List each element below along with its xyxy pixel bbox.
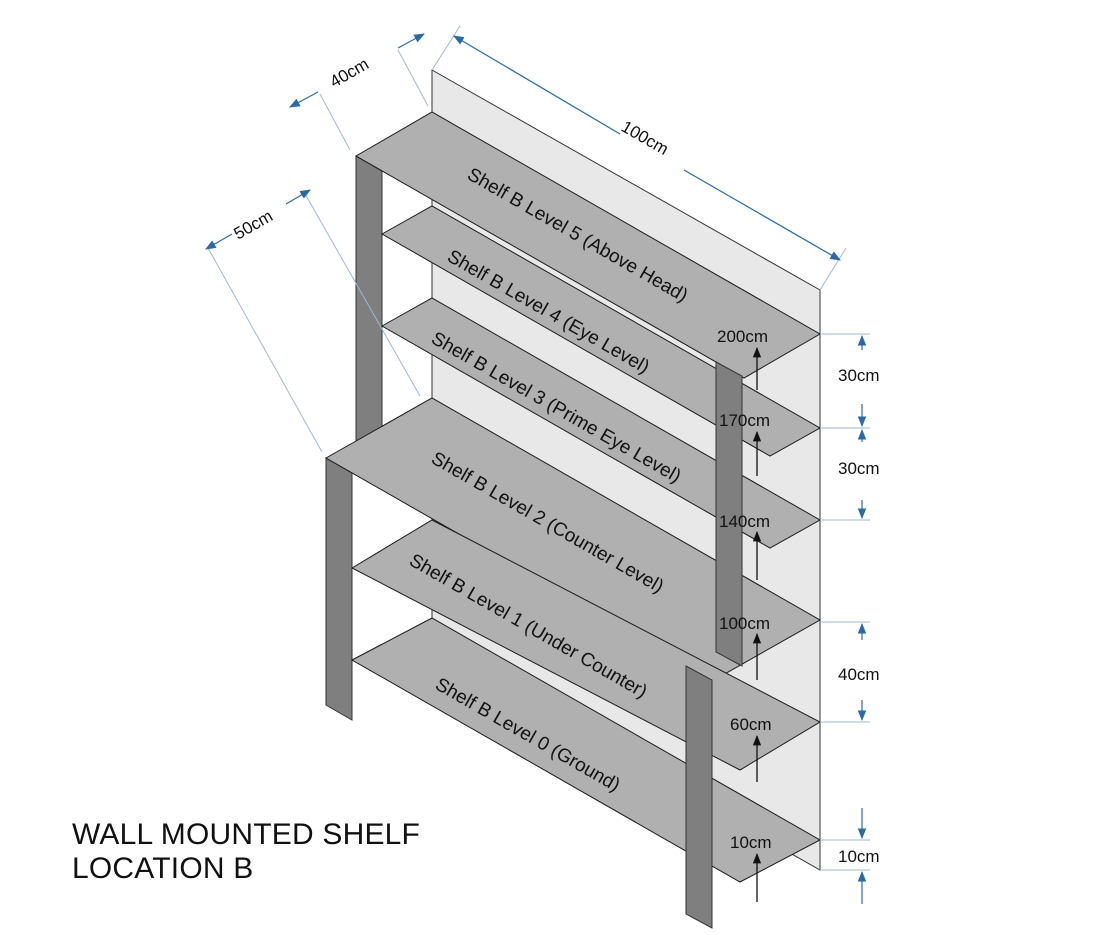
- depth-label-upper: 40cm: [327, 54, 373, 91]
- title-line-1: WALL MOUNTED SHELF: [72, 818, 421, 851]
- front-post-lower-right: [685, 665, 713, 929]
- front-post-upper-right: [715, 361, 743, 667]
- height-markers: 200cm 170cm 140cm 100cm 60cm 10cm: [717, 327, 772, 902]
- gap-label-2: 30cm: [838, 459, 880, 478]
- height-label-10: 10cm: [730, 833, 772, 852]
- depth-label-lower: 50cm: [231, 206, 277, 243]
- gap-dimensions: 30cm 30cm 40cm 10cm: [820, 333, 880, 904]
- title-line-2: LOCATION B: [72, 852, 254, 885]
- rear-post-lower-left: [325, 457, 353, 721]
- gap-label-1: 30cm: [838, 366, 880, 385]
- gap-label-3: 40cm: [838, 665, 880, 684]
- height-label-60: 60cm: [730, 715, 772, 734]
- height-label-100: 100cm: [719, 614, 770, 633]
- width-label: 100cm: [618, 117, 672, 159]
- height-label-140: 140cm: [719, 512, 770, 531]
- height-label-200: 200cm: [717, 327, 768, 346]
- height-label-170: 170cm: [719, 411, 770, 430]
- diagram-title: WALL MOUNTED SHELF LOCATION B: [72, 818, 420, 886]
- gap-label-4: 10cm: [838, 847, 880, 866]
